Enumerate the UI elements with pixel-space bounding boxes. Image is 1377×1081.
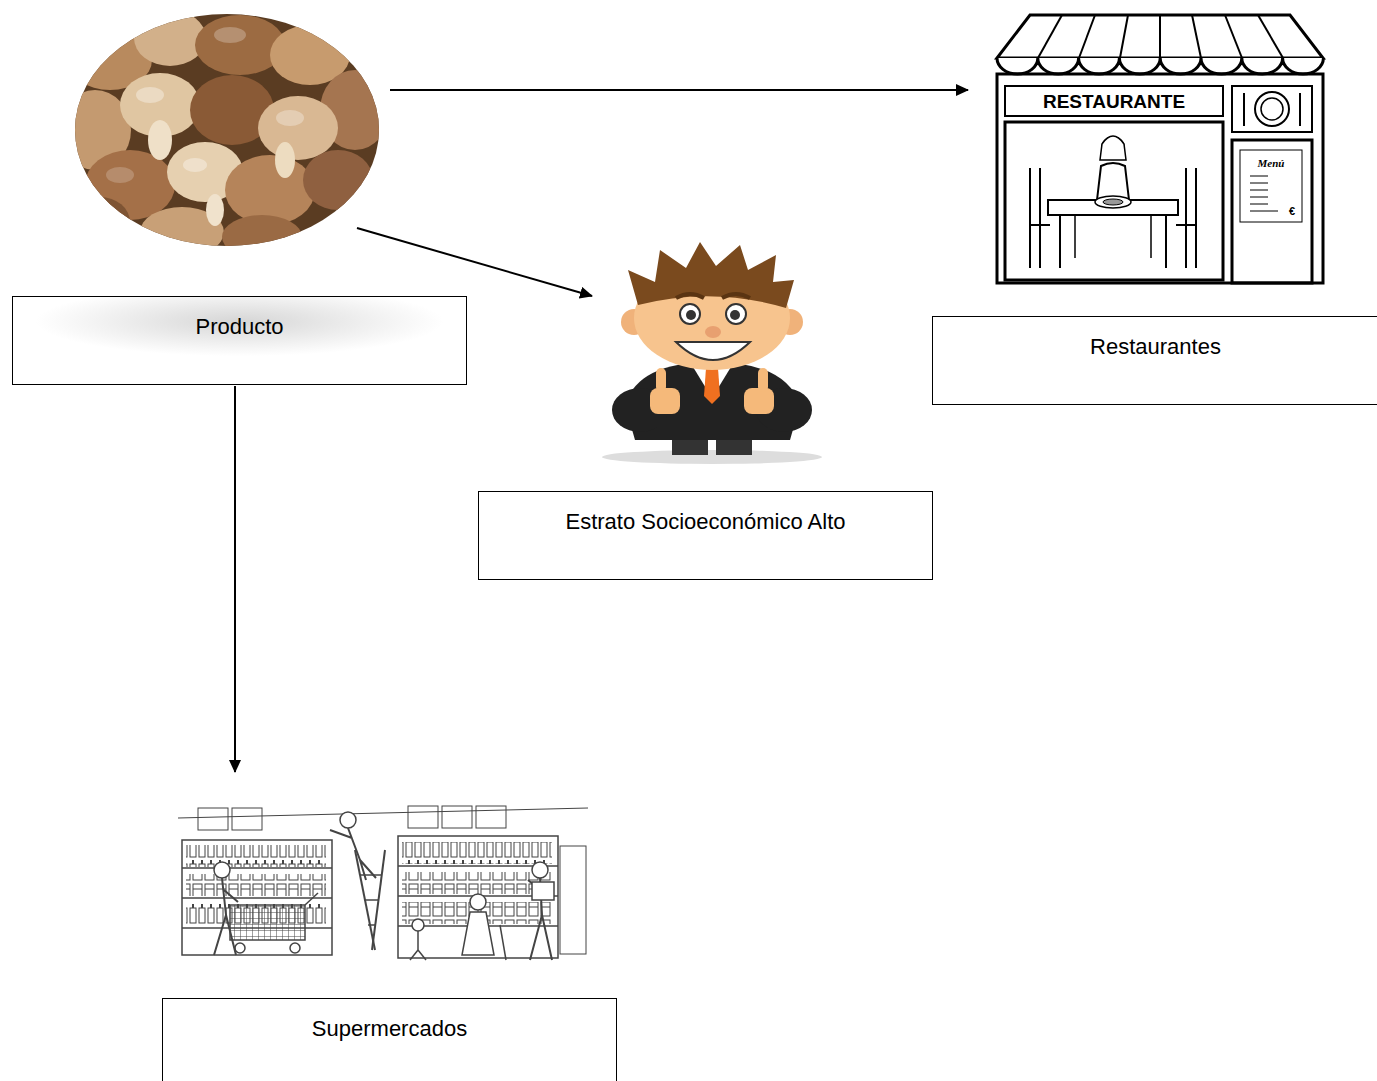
arrow-connector [357, 228, 592, 296]
node-label: Producto [195, 314, 283, 340]
node-group: Supermercados [162, 770, 617, 1081]
menu-title: Menú [1258, 158, 1285, 169]
text-box: Supermercados [162, 998, 617, 1081]
mushroom-photo [59, 10, 390, 259]
node-group: Producto [12, 12, 467, 386]
restaurant-drawing [997, 15, 1323, 283]
businessman-cartoon [602, 242, 822, 464]
text-box: Estrato Socioeconómico Alto [478, 491, 933, 580]
currency-symbol: € [1289, 206, 1295, 217]
text-box: Restaurantes [932, 316, 1377, 405]
arrow-connector [234, 386, 236, 772]
arrow-connector [390, 89, 968, 91]
node-label: Restaurantes [1090, 334, 1221, 360]
node-group: Restaurantes [932, 12, 1377, 406]
supermarket-drawing [178, 806, 588, 960]
node-group: Estrato Socioeconómico Alto [478, 240, 933, 581]
node-label: Supermercados [312, 1016, 467, 1042]
sign-text: RESTAURANTE [1043, 92, 1185, 111]
node-label: Estrato Socioeconómico Alto [565, 509, 845, 535]
text-box: Producto [12, 296, 467, 385]
